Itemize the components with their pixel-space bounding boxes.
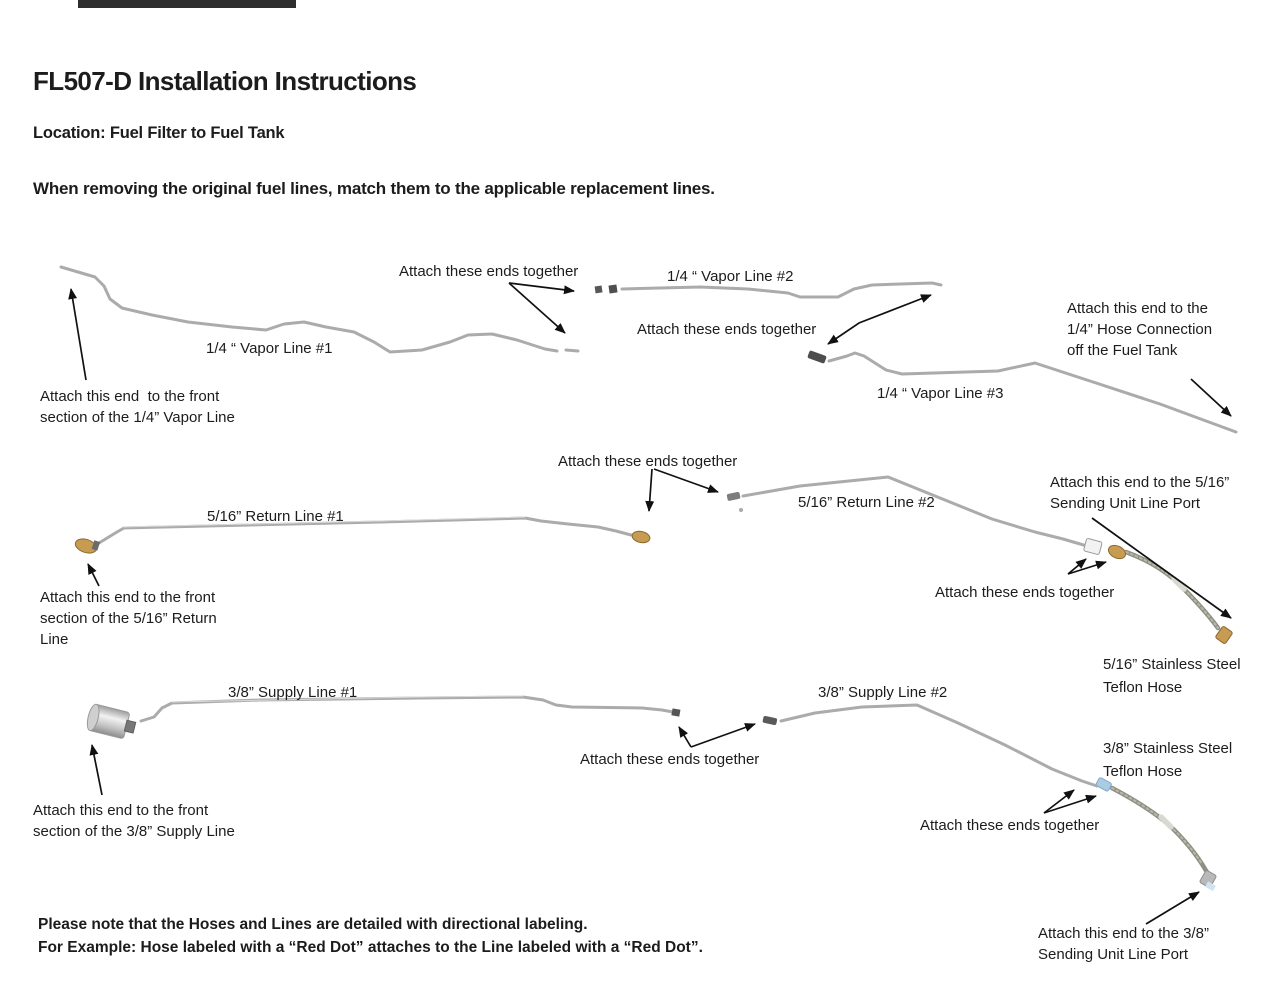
callout-attach-ends-supply-hose: Attach these ends together [920,817,1100,834]
hose-38-blue-band [1095,777,1112,792]
vapor-line-2-path [620,281,943,299]
arrow [89,744,103,796]
return-line-2-path [741,475,1089,548]
label-return-line-2: 5/16” Return Line #2 [798,494,935,511]
arrow [68,288,87,381]
callout-vapor-front: Attach this end to the front section of … [40,388,235,426]
hose-38-path [1109,785,1214,881]
callout-attach-ends-vapor23: Attach these ends together [637,321,817,338]
callout-attach-ends-return12: Attach these ends together [558,453,738,470]
arrow [1067,558,1087,575]
intro-line: When removing the original fuel lines, m… [33,179,715,198]
arrow [1067,560,1107,575]
vapor3-fitting [807,350,827,364]
return-junction-fitting [1083,538,1103,555]
arrow [87,563,100,587]
fuel-filter-icon [86,703,137,739]
callout-attach-ends-supply12: Attach these ends together [580,751,760,768]
arrow [645,468,655,512]
supply1-end-fitting [671,708,681,717]
arrow [653,468,719,493]
supply2-start-fitting [762,715,778,725]
arrow-double [827,294,932,345]
tube-highlights [123,516,526,703]
arrow [508,282,575,295]
arrow [1043,794,1097,814]
hose-38-light-band [1158,814,1174,830]
label-vapor-line-2: 1/4 “ Vapor Line #2 [667,268,794,285]
label-hose-516: 5/16” Stainless Steel Teflon Hose [1103,656,1241,696]
arrow [508,282,566,334]
label-supply-line-2: 3/8” Supply Line #2 [818,684,948,701]
return2-start-fitting [726,491,741,501]
hose-516-light-band [1171,576,1187,592]
label-hose-38: 3/8” Stainless Steel Teflon Hose [1103,740,1233,780]
hose-516-end-brass-fitting [1215,626,1233,644]
arrow [1145,891,1200,925]
arrow [690,723,756,748]
callout-supply-port: Attach this end to the 3/8” Sending Unit… [1038,925,1209,963]
arrow [678,726,692,748]
callout-return-port: Attach this end to the 5/16” Sending Uni… [1050,474,1230,512]
vapor2-fitting-a [594,285,603,294]
supply-line-2-path [779,703,1099,788]
hose-38-end-fitting [1199,870,1217,888]
label-vapor-line-3: 1/4 “ Vapor Line #3 [877,385,1004,402]
fittings [74,284,1233,892]
callout-supply-front: Attach this end to the front section of … [33,802,235,840]
arrow [1091,517,1232,619]
callout-attach-ends-vapor12: Attach these ends together [399,263,579,280]
callout-arrows [68,282,1232,925]
return-junction-brass-nut [1107,544,1127,560]
vapor-line-1-path [59,265,559,354]
steel-tubes [59,265,1238,788]
arrow [1043,789,1075,814]
return-line-1-path [97,516,633,545]
vapor-line-3-path [827,351,1238,434]
callout-vapor-tank: Attach this end to the 1/4” Hose Connect… [1067,300,1213,359]
label-vapor-line-1: 1/4 “ Vapor Line #1 [206,340,333,357]
braided-hoses [1109,549,1221,881]
arrow [1190,378,1232,417]
callout-return-front: Attach this end to the front section of … [40,589,217,648]
label-return-line-1: 5/16” Return Line #1 [207,508,344,525]
label-supply-line-1: 3/8” Supply Line #1 [228,684,358,701]
return1-right-brass-fitting [631,530,651,544]
callout-attach-ends-return-hose: Attach these ends together [935,584,1115,601]
supply-line-1-path [139,695,675,723]
vapor2-fitting-b [608,284,618,294]
vapor-line-1-stub [564,348,580,353]
location-line: Location: Fuel Filter to Fuel Tank [33,124,285,142]
hose-516-path [1123,549,1221,631]
top-bar-artifact [78,0,296,8]
page-title: FL507-D Installation Instructions [33,66,417,96]
footer-note: Please note that the Hoses and Lines are… [38,916,703,956]
